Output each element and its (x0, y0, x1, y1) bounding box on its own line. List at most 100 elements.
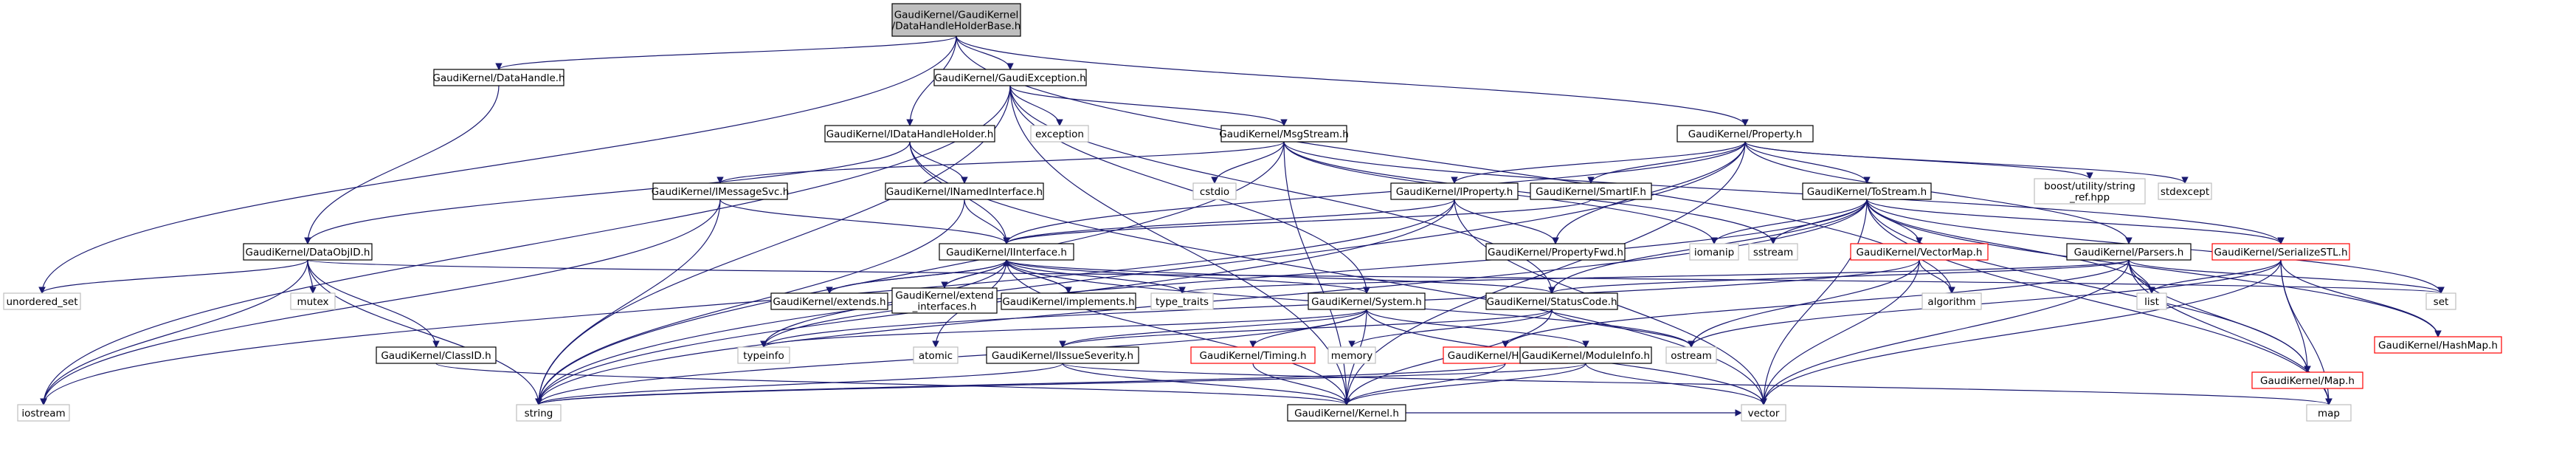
node-box (3, 292, 81, 310)
node-ostream: ostream (1665, 346, 1717, 364)
edge-property-to-smartif (1587, 141, 1746, 184)
edge-parsers-to-set (2128, 259, 2445, 294)
edge-property-to-stdexcept (1744, 141, 2189, 184)
node-label: GaudiKernel/Parsers.h (2074, 247, 2184, 258)
node-typetraits: type_traits (1150, 292, 1214, 310)
node-box (652, 182, 788, 200)
edge-msgstream-to-string (535, 141, 1285, 405)
node-imessagesvc[interactable]: GaudiKernel/IMessageSvc.h (652, 182, 790, 200)
node-label: _ref.hpp (2069, 192, 2110, 204)
node-hashmap[interactable]: GaudiKernel/HashMap.h (2374, 336, 2502, 354)
node-label: iomanip (1694, 247, 1734, 258)
node-serializestl[interactable]: GaudiKernel/SerializeSTL.h (2211, 243, 2350, 261)
node-box (1665, 346, 1717, 364)
edge-root-to-algorithm (956, 35, 1955, 294)
node-label: cstdio (1200, 186, 1229, 198)
node-box (1308, 292, 1426, 310)
node-statuscode[interactable]: GaudiKernel/StatusCode.h (1485, 292, 1618, 310)
node-label: GaudiKernel/GaudiException.h (934, 72, 1085, 84)
node-label: unordered_set (6, 296, 77, 308)
node-kernel[interactable]: GaudiKernel/Kernel.h (1287, 404, 1406, 422)
edge-root-to-unordered_set (38, 35, 957, 294)
node-label: GaudiKernel/IIssueSeverity.h (992, 350, 1133, 362)
node-tostream[interactable]: GaudiKernel/ToStream.h (1802, 182, 1932, 200)
node-iproperty[interactable]: GaudiKernel/IProperty.h (1390, 182, 1519, 200)
node-msgstream[interactable]: GaudiKernel/MsgStream.h (1219, 125, 1349, 143)
node-label: GaudiKernel/Map.h (2260, 375, 2355, 387)
edge-parsers-to-map_h (2128, 259, 2311, 373)
node-vectormap[interactable]: GaudiKernel/VectorMap.h (1850, 243, 1989, 261)
node-idhh[interactable]: GaudiKernel/IDataHandleHolder.h (824, 125, 995, 143)
node-extends[interactable]: GaudiKernel/extends.h (770, 292, 888, 310)
edge-property-to-iproperty (1451, 141, 1746, 184)
node-smartif[interactable]: GaudiKernel/SmartIF.h (1530, 182, 1652, 200)
node-layer: GaudiKernel/GaudiKernel/DataHandleHolder… (3, 3, 2502, 422)
edge-moduleinfo-to-kernel (1343, 363, 1586, 405)
edge-gaudiexc-to-system (1009, 85, 1370, 294)
edge-parsers-to-vector (1760, 259, 2130, 405)
node-box (2034, 178, 2146, 205)
node-label: GaudiKernel/SmartIF.h (1536, 186, 1646, 198)
edge-property-to-string (535, 141, 1746, 405)
node-box (1001, 292, 1136, 310)
node-moduleinfo[interactable]: GaudiKernel/ModuleInfo.h (1519, 346, 1652, 364)
node-label: GaudiKernel/IMessageSvc.h (652, 186, 790, 198)
edge-system-to-moduleinfo (1366, 309, 1589, 348)
edge-gaudiexc-to-exception (1009, 85, 1063, 126)
node-iomanip: iomanip (1689, 243, 1739, 261)
node-implements[interactable]: GaudiKernel/implements.h (1001, 292, 1136, 310)
node-datahandle[interactable]: GaudiKernel/DataHandle.h (432, 69, 565, 86)
node-label: GaudiKernel/extends.h (773, 296, 885, 308)
edge-inamed-to-iinterface (964, 199, 1010, 244)
node-box (2306, 404, 2352, 422)
node-propertyfwd[interactable]: GaudiKernel/PropertyFwd.h (1485, 243, 1626, 261)
edge-msgstream-to-sstream (1283, 141, 1777, 244)
edge-iproperty-to-propertyfwd (1454, 199, 1559, 244)
edge-datahandle-to-dataobjid (304, 85, 500, 244)
node-string: string (516, 404, 562, 422)
node-map_h[interactable]: GaudiKernel/Map.h (2251, 371, 2363, 389)
node-label: GaudiKernel/IDataHandleHolder.h (826, 128, 994, 140)
node-box (891, 3, 1021, 37)
node-label: type_traits (1156, 296, 1209, 308)
node-label: list (2144, 296, 2159, 308)
edge-tostream-to-serializestl (1866, 199, 2285, 244)
edge-iinterface-to-statuscode (1006, 259, 1555, 294)
node-label: GaudiKernel/Timing.h (1199, 350, 1306, 362)
node-extendinterfaces[interactable]: GaudiKernel/extend_interfaces.h (891, 287, 998, 314)
edge-root-to-idhh (906, 35, 957, 126)
node-box (933, 69, 1087, 86)
node-iinterface[interactable]: GaudiKernel/IInterface.h (939, 243, 1074, 261)
edge-vectormap-to-ostream (1688, 259, 1920, 348)
node-parsers[interactable]: GaudiKernel/Parsers.h (2066, 243, 2192, 261)
node-box (290, 292, 336, 310)
node-label: GaudiKernel/VectorMap.h (1857, 247, 1983, 258)
node-timing[interactable]: GaudiKernel/Timing.h (1190, 346, 1316, 364)
node-box (243, 243, 373, 261)
node-atomic: atomic (913, 346, 959, 364)
node-label: GaudiKernel/Kernel.h (1294, 408, 1399, 419)
node-box (2425, 292, 2456, 310)
edge-iissue-to-string (535, 363, 1063, 405)
node-dataobjid[interactable]: GaudiKernel/DataObjID.h (243, 243, 373, 261)
node-memory: memory (1327, 346, 1376, 364)
edge-system-to-typeinfo (760, 309, 1367, 348)
node-box (1485, 292, 1618, 310)
node-box (1030, 125, 1089, 143)
edge-msgstream-to-cstdio (1211, 141, 1285, 184)
edge-root-to-datahandle (495, 35, 957, 70)
edge-tostream-to-typeinfo (760, 199, 1868, 348)
node-box (2158, 182, 2212, 200)
edge-vectormap-to-vector (1760, 259, 1920, 405)
node-iissue[interactable]: GaudiKernel/IIssueSeverity.h (986, 346, 1139, 364)
node-label: GaudiKernel/DataHandle.h (432, 72, 564, 84)
node-inamed[interactable]: GaudiKernel/INamedInterface.h (885, 182, 1044, 200)
node-gaudiexc[interactable]: GaudiKernel/GaudiException.h (933, 69, 1087, 86)
node-system[interactable]: GaudiKernel/System.h (1308, 292, 1426, 310)
node-root[interactable]: GaudiKernel/GaudiKernel/DataHandleHolder… (891, 3, 1021, 37)
node-classid[interactable]: GaudiKernel/ClassID.h (376, 346, 497, 364)
node-label: GaudiKernel/StatusCode.h (1487, 296, 1617, 308)
node-box (824, 125, 995, 143)
node-property[interactable]: GaudiKernel/Property.h (1677, 125, 1814, 143)
